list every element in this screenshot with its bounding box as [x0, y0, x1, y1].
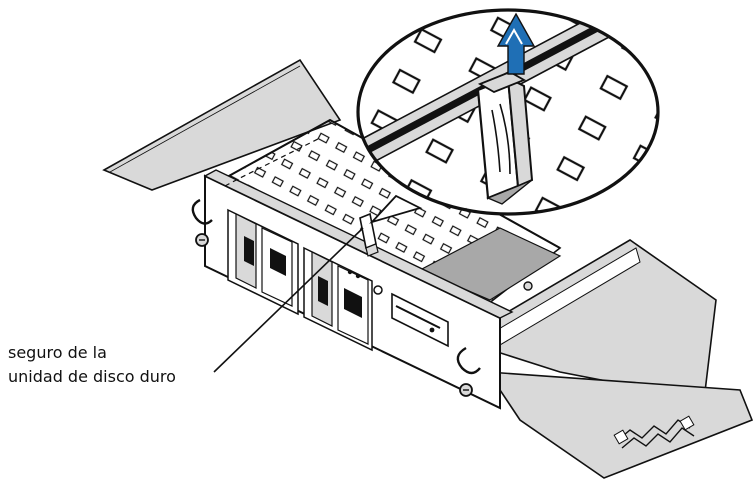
server-chassis	[191, 118, 562, 410]
right-slide-rail	[458, 239, 754, 479]
flex-cable-icon	[613, 415, 695, 449]
drive-bay-group-right	[303, 246, 373, 352]
callout-leader-line	[213, 227, 364, 373]
up-arrow-icon	[496, 12, 536, 75]
callout-label-line-2: unidad de disco duro	[8, 367, 176, 386]
hinge-icon	[191, 198, 481, 375]
hard-drive-latch	[359, 212, 379, 257]
magnifier-pointer	[369, 194, 423, 224]
left-slide-rail	[102, 58, 342, 191]
callout-label: seguro de la unidad de disco duro	[8, 341, 176, 389]
screw-icon	[195, 233, 533, 397]
callout-label-line-1: seguro de la	[8, 343, 107, 362]
media-drive	[391, 292, 449, 348]
drive-bay-group-left	[227, 208, 299, 316]
